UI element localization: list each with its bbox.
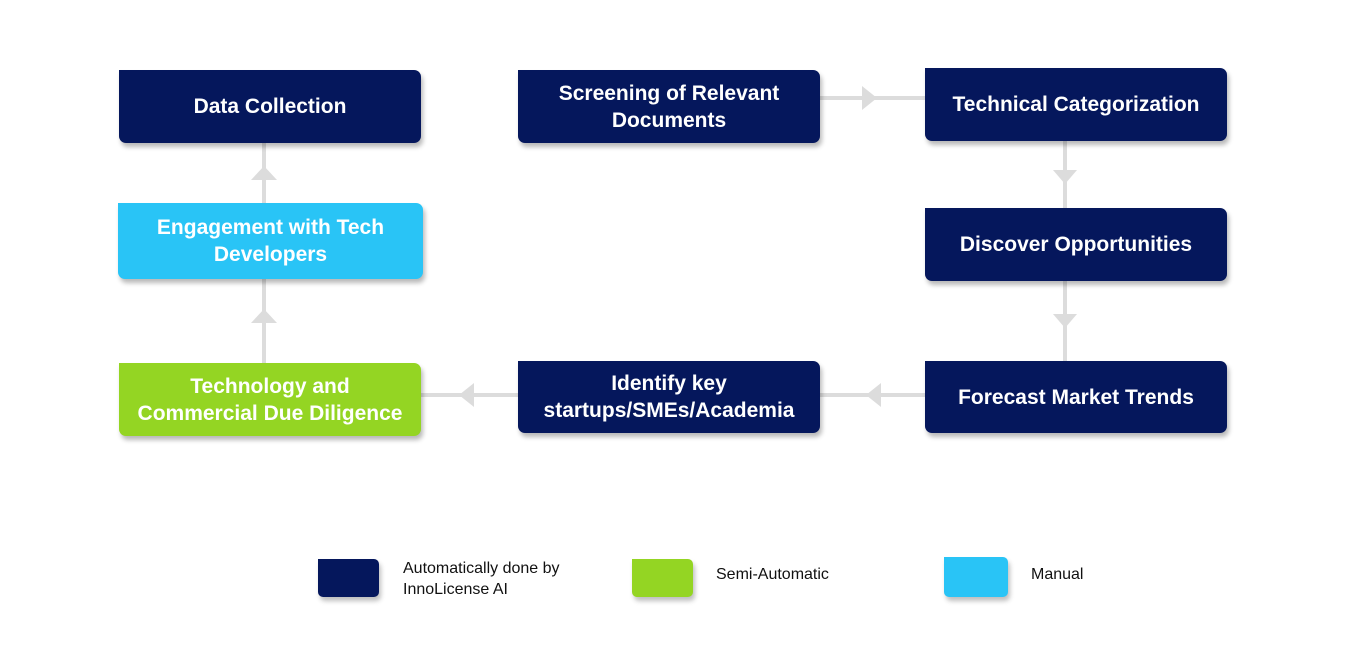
node-engagement-with-tech-developers: Engagement with Tech Developers: [118, 203, 423, 279]
node-forecast-market-trends: Forecast Market Trends: [925, 361, 1227, 433]
legend-label-automatic: Automatically done by InnoLicense AI: [403, 560, 560, 598]
node-discover-opportunities: Discover Opportunities: [925, 208, 1227, 281]
legend-swatch-manual: [944, 557, 1008, 597]
node-technical-categorization: Technical Categorization: [925, 68, 1227, 141]
legend-swatch-automatic: [318, 559, 379, 597]
legend-label-semi-automatic: Semi-Automatic: [716, 566, 829, 583]
legend-label-manual: Manual: [1031, 566, 1084, 583]
node-screening-of-relevant-documents: Screening of Relevant Documents: [518, 70, 820, 143]
node-technology-and-commercial-due-diligence: Technology and Commercial Due Diligence: [119, 363, 421, 436]
legend-swatch-semi-automatic: [632, 559, 693, 597]
node-identify-key-startups: Identify key startups/SMEs/Academia: [518, 361, 820, 433]
node-data-collection: Data Collection: [119, 70, 421, 143]
